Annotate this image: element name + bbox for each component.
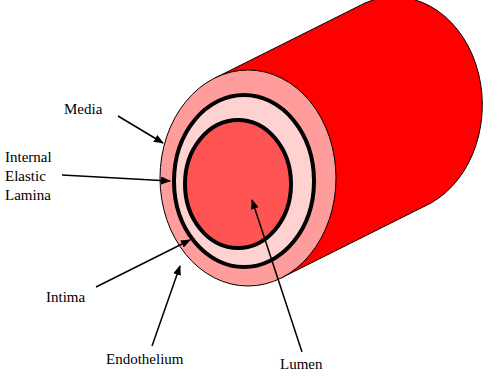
media-layer — [160, 70, 336, 286]
part-label: Intima — [46, 288, 85, 307]
part-label: Lumen — [280, 355, 323, 374]
leader-line — [118, 116, 163, 143]
leader-line — [252, 200, 302, 352]
internal-elastic-lamina — [174, 95, 314, 267]
leader-line — [62, 175, 170, 181]
lumen-endothelium — [185, 120, 291, 248]
part-label: Media — [64, 100, 102, 119]
leader-line — [152, 266, 180, 346]
part-label: Internal Elastic Lamina — [5, 148, 67, 205]
part-label: Endothelium — [106, 350, 184, 369]
